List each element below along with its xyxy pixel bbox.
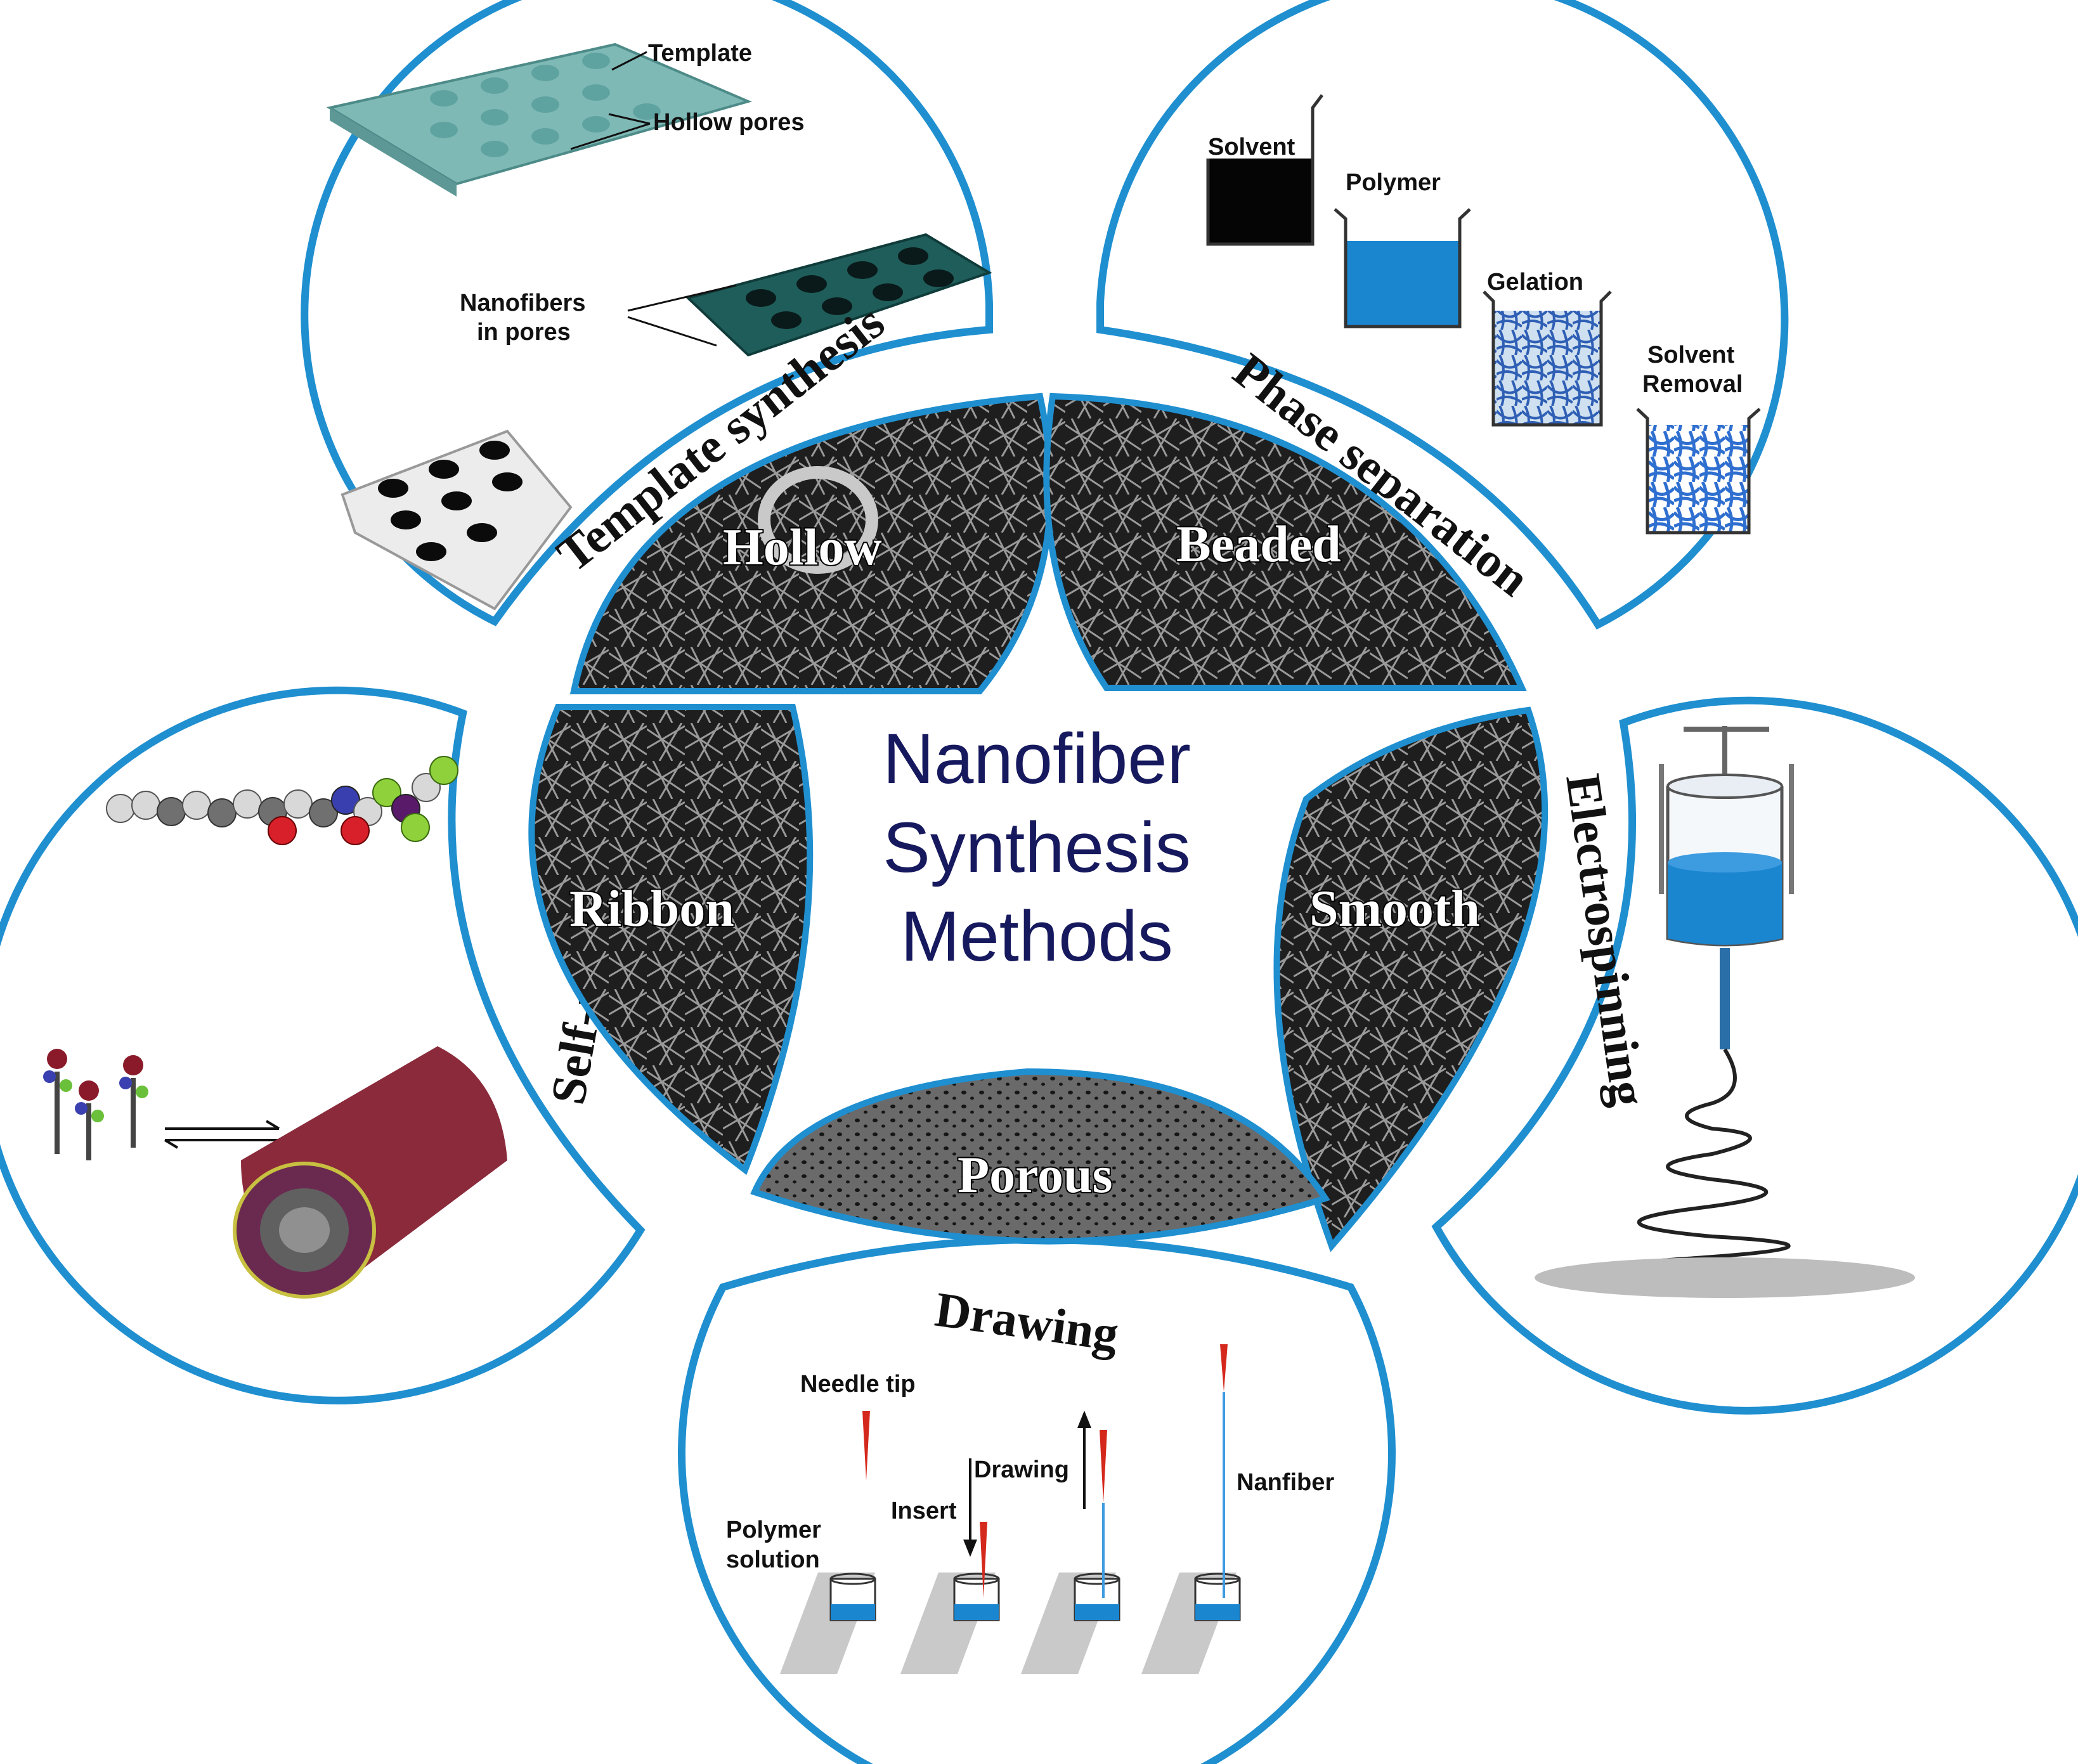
amphiphile-molecules: [43, 1049, 148, 1160]
syringe: [1659, 726, 1794, 1049]
petal-template-synthesis: Template Hollow pores Nanofibers in pore…: [301, 0, 993, 626]
label-solvent: Solvent: [1208, 134, 1296, 160]
morph-ribbon: Ribbon: [569, 879, 734, 937]
collector-plate: [1535, 1257, 1915, 1298]
electrospun-jet: [1628, 1048, 1791, 1276]
needles: [862, 1344, 1228, 1598]
label-gelation: Gelation: [1487, 269, 1583, 295]
petal-phase-separation: Solvent Polymer Gelation Solvent Removal…: [1096, 0, 1789, 630]
beaker-solvent-removal: [1636, 408, 1761, 535]
lens-hollow: Hollow: [569, 392, 1054, 694]
label-polymer-solution-2: solution: [726, 1547, 820, 1573]
label-needle-tip: Needle tip: [800, 1371, 916, 1398]
beaker-polymer: [1334, 208, 1471, 328]
label-nanfiber: Nanfiber: [1237, 1469, 1334, 1496]
label-hollow-pores: Hollow pores: [653, 109, 805, 136]
petal-self-assembly: Self-assembly: [0, 686, 646, 1404]
equilibrium-arrows: [164, 1120, 280, 1149]
beaker-gelation: [1483, 290, 1612, 427]
petal-drawing: Needle tip Drawing Insert Polymer soluti…: [678, 1236, 1396, 1764]
morph-hollow: Hollow: [723, 518, 882, 576]
label-polymer-solution-1: Polymer: [726, 1517, 821, 1543]
title-line-2: Synthesis: [883, 808, 1191, 887]
lens-ribbon: Ribbon: [528, 704, 814, 1175]
drawing-arrows: [963, 1410, 1091, 1557]
lens-smooth: Smooth: [1273, 706, 1549, 1252]
morph-beaded: Beaded: [1176, 515, 1341, 573]
label-solvent-removal-2: Removal: [1642, 371, 1743, 398]
label-in-pores: in pores: [477, 319, 571, 346]
molecule-chain: [106, 756, 458, 845]
title-line-1: Nanofiber: [883, 719, 1191, 798]
self-assembled-fiber: [233, 1046, 507, 1299]
label-nanofibers: Nanofibers: [460, 290, 585, 316]
label-polymer: Polymer: [1346, 169, 1441, 196]
polymer-cups: [829, 1573, 1241, 1621]
label-template: Template: [648, 40, 752, 67]
lens-porous: Porous: [750, 1068, 1330, 1245]
label-solvent-removal-1: Solvent: [1647, 342, 1735, 368]
morph-smooth: Smooth: [1309, 879, 1480, 937]
hollow-pores-dots: [430, 53, 661, 157]
morph-porous: Porous: [958, 1146, 1113, 1203]
beaker-solvent: [1206, 94, 1323, 246]
title-line-3: Methods: [900, 897, 1173, 976]
label-drawing-step: Drawing: [974, 1456, 1069, 1483]
label-insert: Insert: [891, 1498, 957, 1524]
center-title: Nanofiber Synthesis Methods: [883, 719, 1191, 976]
lens-beaded: Beaded: [1043, 392, 1527, 691]
petal-electrospinning: Electrospinning: [1431, 696, 2078, 1415]
